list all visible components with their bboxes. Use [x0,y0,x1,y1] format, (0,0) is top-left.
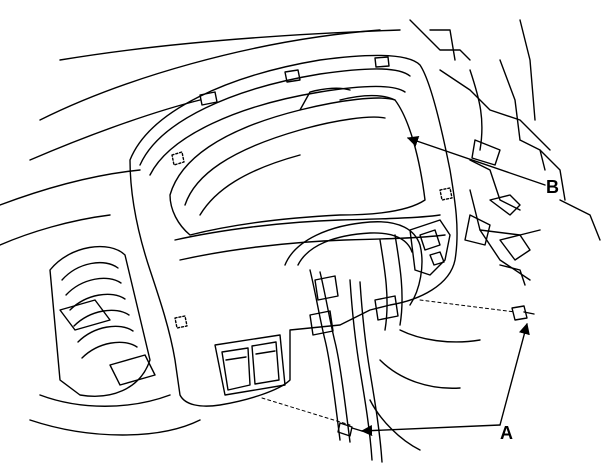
wiring-harness [309,219,481,463]
steering-column-bracket [409,19,601,286]
air-vent [29,245,201,436]
fastener-path-lines [261,299,516,426]
leader-line-a [360,322,530,437]
instrument-panel-bezel [129,54,458,407]
callout-label-b: B [546,177,559,197]
dashboard-top-surface [0,29,401,246]
screw-left [337,422,363,437]
callout-label-a: A [500,423,513,443]
screw-right [511,305,535,321]
leader-line-b [406,135,546,186]
